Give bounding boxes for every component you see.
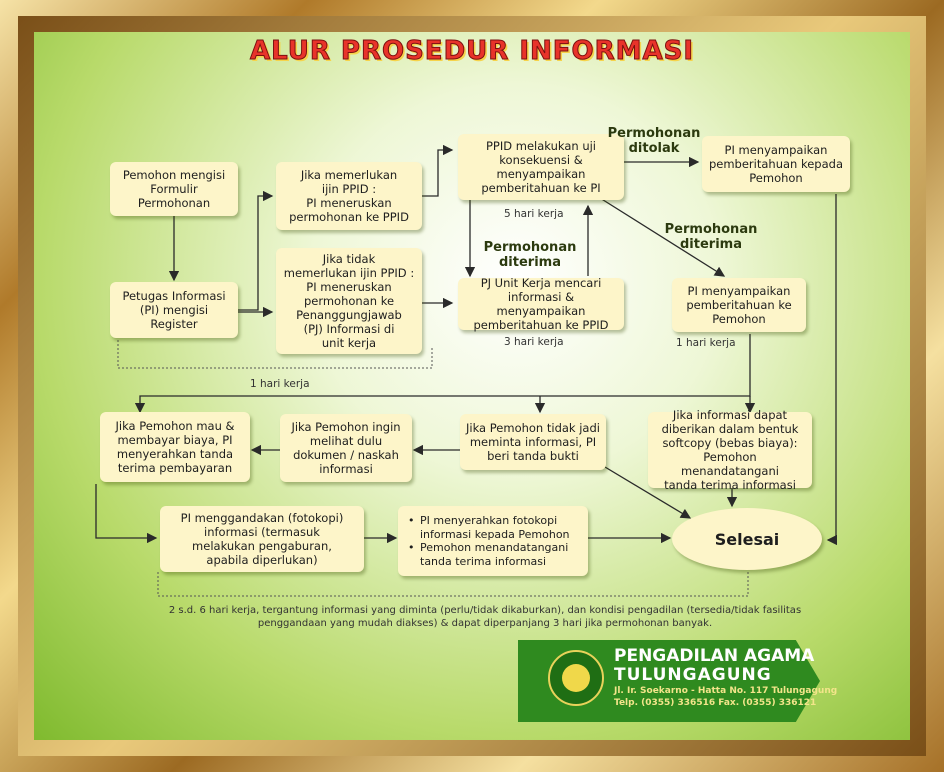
note-1-hari-kerja-b: 1 hari kerja: [250, 378, 310, 390]
bracket-1-hari: [117, 340, 433, 369]
box-tidak-perlu-ijin: Jika tidak memerlukan ijin PPID : PI men…: [276, 248, 422, 354]
arrow-b9-b13: [95, 484, 158, 544]
poster-title: ALUR PROSEDUR INFORMASI: [249, 36, 695, 67]
label-permohonan-diterima-2: Permohonan diterima: [664, 222, 758, 252]
bullet-tanda-terima: Pemohon menandatangani tanda terima info…: [408, 541, 578, 568]
org-name-line1: PENGADILAN AGAMA: [614, 646, 815, 666]
org-phone: Telp. (0355) 336516 Fax. (0355) 336121: [614, 698, 817, 708]
box-isi-formulir: Pemohon mengisi Formulir Permohonan: [110, 162, 238, 216]
arrow-b11-end: [589, 457, 692, 519]
note-3-hari-kerja: 3 hari kerja: [504, 336, 564, 348]
box-menyerahkan-fotokopi: PI menyerahkan fotokopi informasi kepada…: [398, 506, 588, 576]
label-permohonan-ditolak: Permohonan ditolak: [607, 126, 701, 156]
court-seal-icon: [548, 650, 604, 706]
box-menggandakan: PI menggandakan (fotokopi) informasi (te…: [160, 506, 364, 572]
arrow-b8-split: [134, 334, 751, 414]
bullet-serahkan-fotokopi: PI menyerahkan fotokopi informasi kepada…: [408, 514, 578, 541]
box-melihat-dokumen: Jika Pemohon ingin melihat dulu dokumen …: [280, 414, 412, 482]
box-softcopy: Jika informasi dapat diberikan dalam ben…: [648, 408, 812, 492]
arrow-b5-b8: [599, 197, 726, 277]
box-ppid-uji-konsekuensi: PPID melakukan uji konsekuensi & menyamp…: [458, 134, 624, 200]
note-5-hari-kerja: 5 hari kerja: [504, 208, 564, 220]
box-pj-unit-kerja: PJ Unit Kerja mencari informasi & menyam…: [458, 276, 624, 332]
note-1-hari-kerja-a: 1 hari kerja: [676, 337, 736, 349]
org-address: Jl. Ir. Soekarno - Hatta No. 117 Tulunga…: [614, 686, 838, 696]
note-bottom-duration: 2 s.d. 6 hari kerja, tergantung informas…: [168, 605, 802, 629]
label-permohonan-diterima-1: Permohonan diterima: [483, 240, 577, 270]
box-pi-pemberitahuan-diterima: PI menyampaikan pemberitahuan ke Pemohon: [672, 278, 806, 332]
arrow-b3-b2: [236, 190, 274, 311]
arrow-b2-b5: [422, 144, 454, 197]
bracket-bottom: [157, 572, 749, 597]
arrow-b6-end: [826, 194, 838, 546]
org-name-line2: TULUNGAGUNG: [614, 665, 772, 685]
end-selesai: Selesai: [672, 508, 822, 570]
box-perlu-ijin-ppid: Jika memerlukan ijin PPID : PI meneruska…: [276, 162, 422, 230]
box-pi-pemberitahuan-ditolak: PI menyampaikan pemberitahuan kepada Pem…: [702, 136, 850, 192]
box-petugas-register: Petugas Informasi (PI) mengisi Register: [110, 282, 238, 338]
box-membayar-biaya: Jika Pemohon mau & membayar biaya, PI me…: [100, 412, 250, 482]
box-tidak-jadi-meminta: Jika Pemohon tidak jadi meminta informas…: [460, 414, 606, 470]
